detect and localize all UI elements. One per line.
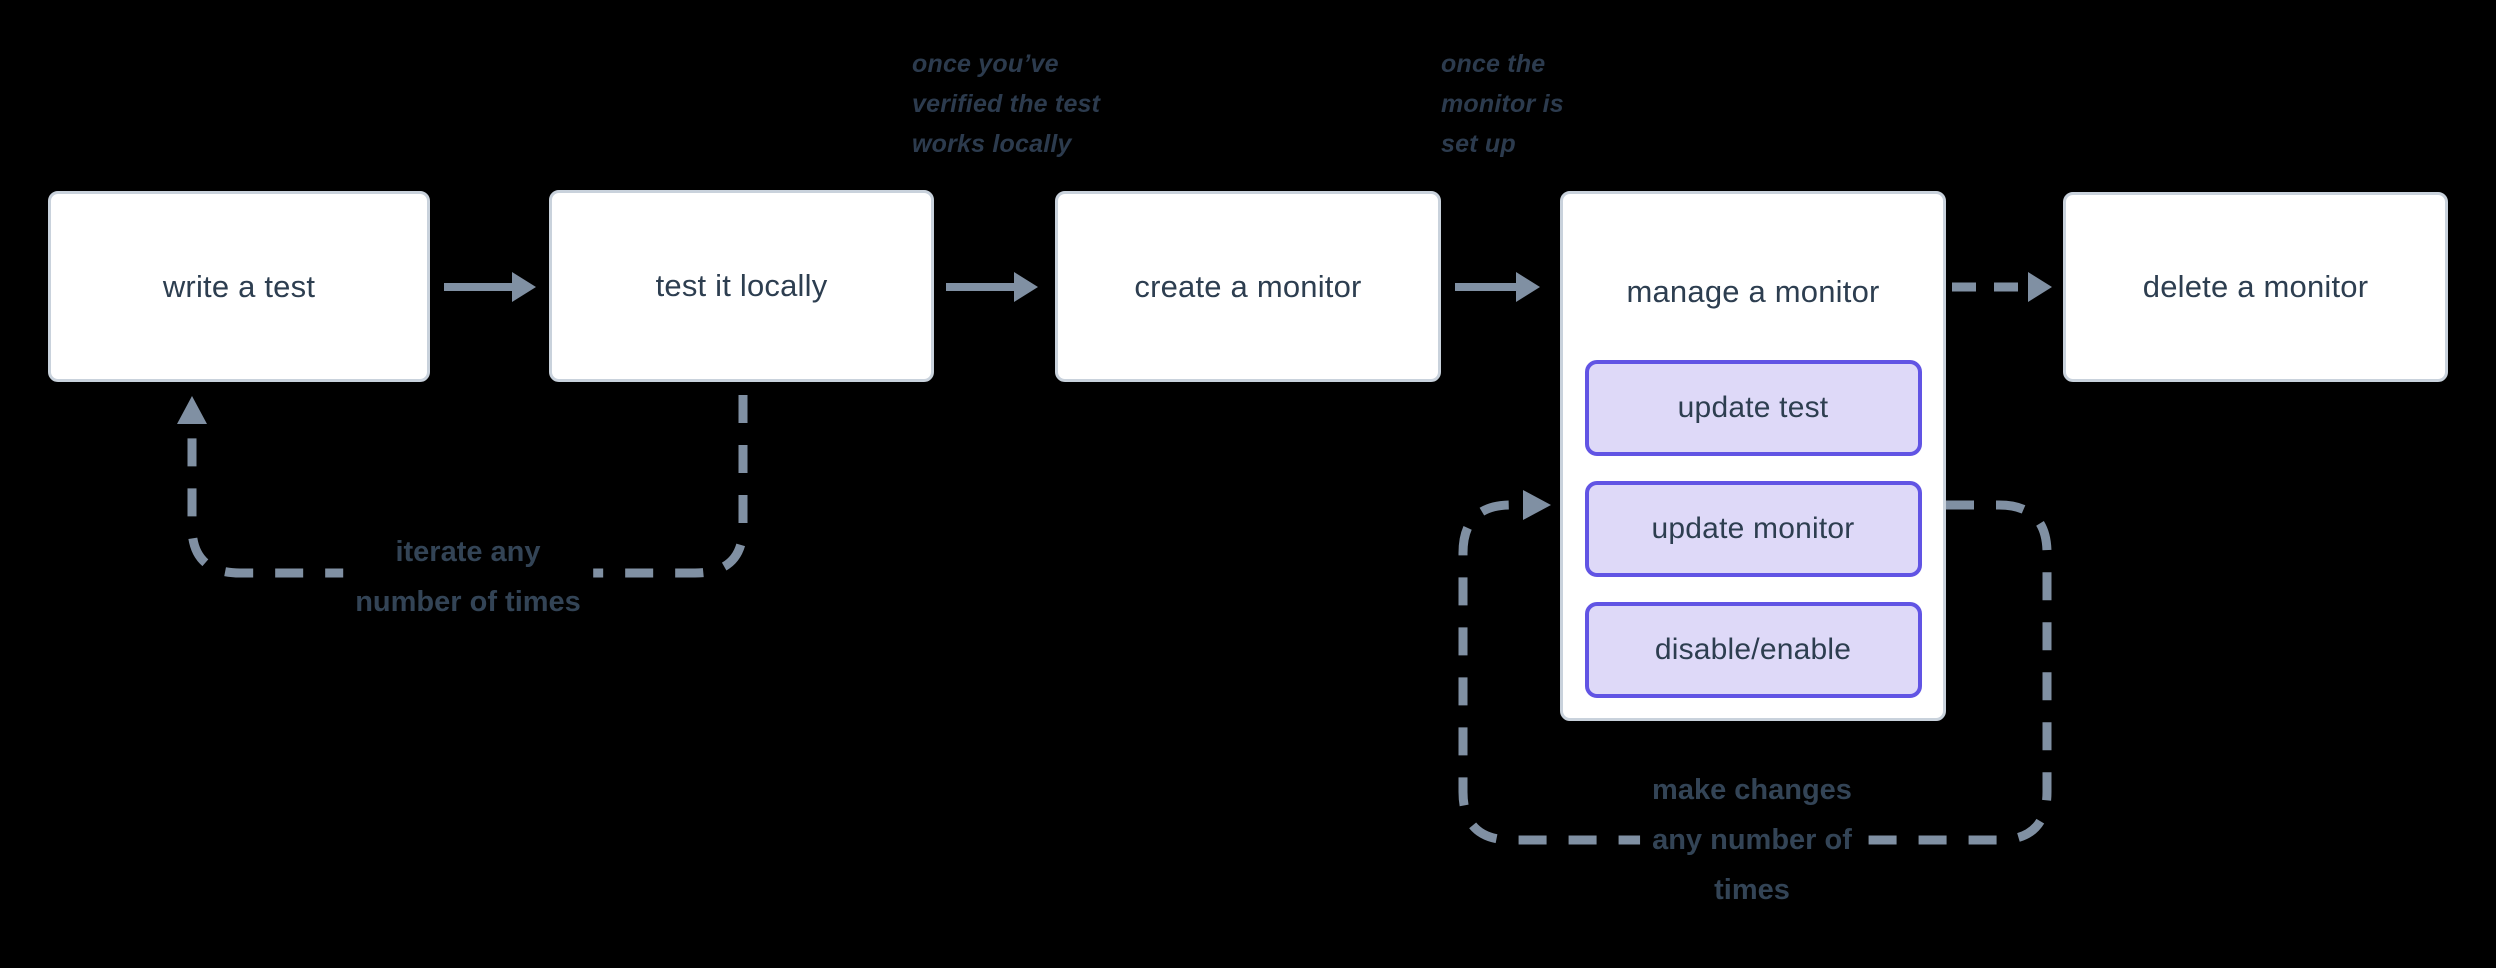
action-label: update monitor — [1651, 512, 1855, 545]
node-write-a-test: write a test — [48, 191, 430, 382]
action-update-test: update test — [1584, 360, 1922, 456]
make-changes-loop-label: make changes any number of times — [1640, 765, 1864, 915]
node-manage-a-monitor: manage a monitor update test update moni… — [1560, 191, 1946, 721]
action-label: disable/enable — [1654, 633, 1852, 666]
node-label: write a test — [162, 268, 316, 304]
node-create-a-monitor: create a monitor — [1055, 191, 1441, 382]
arrowhead-icon — [1516, 272, 1540, 302]
arrowhead-icon — [1523, 490, 1551, 520]
dashed-arrow-manage-to-delete — [1952, 272, 2052, 302]
annotation-once-verified: once you’ve verified the test works loca… — [912, 50, 1101, 158]
node-label: manage a monitor — [1626, 274, 1880, 309]
arrowhead-icon — [512, 272, 536, 302]
arrowhead-icon — [2028, 272, 2052, 302]
node-label: delete a monitor — [2142, 269, 2369, 304]
node-test-it-locally: test it locally — [549, 190, 934, 382]
node-delete-a-monitor: delete a monitor — [2063, 192, 2448, 382]
arrow-test-to-create — [946, 272, 1038, 302]
node-label: create a monitor — [1134, 268, 1362, 304]
action-label: update test — [1677, 391, 1829, 424]
arrow-create-to-manage — [1455, 272, 1540, 302]
arrowhead-icon — [177, 396, 207, 424]
action-update-monitor: update monitor — [1584, 481, 1922, 577]
arrowhead-icon — [1014, 272, 1038, 302]
action-disable-enable: disable/enable — [1584, 602, 1922, 698]
node-label: test it locally — [655, 268, 828, 303]
arrow-write-to-test — [444, 272, 536, 302]
iterate-loop-label: iterate any number of times — [343, 527, 593, 627]
annotation-once-set-up: once the monitor is set up — [1441, 50, 1564, 158]
